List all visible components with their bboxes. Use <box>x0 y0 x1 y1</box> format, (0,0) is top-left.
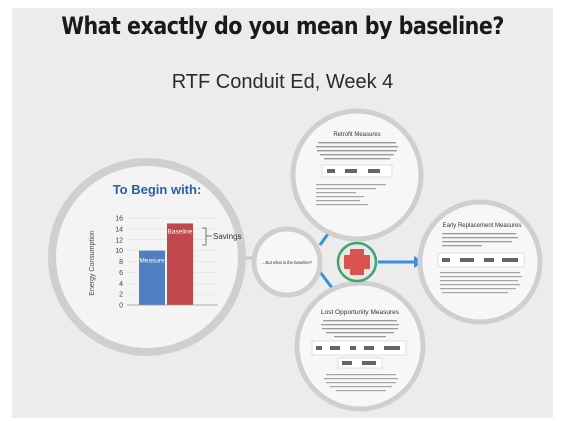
early-notes-text <box>440 272 522 294</box>
bar-label-baseline: Baseline <box>168 228 193 235</box>
y-tick-label: 2 <box>119 292 123 299</box>
center-frame-label: ...But what is the baseline? <box>262 260 313 265</box>
lost-notes-text <box>324 374 398 392</box>
y-tick-label: 0 <box>119 303 123 310</box>
early-body-text <box>442 233 518 247</box>
left-frame-heading: To Begin with: <box>113 182 202 197</box>
savings-label: Savings <box>213 232 241 241</box>
bar-label-measure: Measure <box>139 258 165 265</box>
bar-measure <box>139 250 165 305</box>
y-tick-label: 4 <box>119 281 123 288</box>
slide-subtitle: RTF Conduit Ed, Week 4 <box>171 71 394 93</box>
slide-title: What exactly do you mean by baseline? <box>61 12 504 40</box>
retrofit-body-text <box>316 142 398 160</box>
y-tick-label: 10 <box>115 248 123 255</box>
early-replacement-heading: Early Replacement Measures <box>443 223 522 229</box>
bar-baseline <box>167 223 193 305</box>
y-axis-label: Energy Consumption <box>89 230 96 295</box>
retrofit-heading: Retrofit Measures <box>333 132 380 138</box>
y-tick-label: 6 <box>119 270 123 277</box>
lost-equation-diagram <box>311 340 407 369</box>
y-tick-label: 12 <box>115 237 123 244</box>
lost-opportunity-heading: Lost Opportunity Measures <box>321 309 400 316</box>
savings-bracket <box>202 227 212 246</box>
plus-icon <box>336 241 378 283</box>
y-tick-label: 16 <box>115 216 123 223</box>
center-frame[interactable] <box>251 226 323 298</box>
y-tick-label: 8 <box>119 259 123 266</box>
retrofit-notes-text <box>316 184 386 206</box>
early-equation-diagram <box>437 252 525 268</box>
retrofit-equation-diagram <box>321 164 393 178</box>
bar-chart: Energy Consumption 0 2 4 6 8 10 12 14 16 Measure… <box>89 216 241 310</box>
lost-body-text <box>321 320 399 338</box>
y-tick-label: 14 <box>115 226 123 233</box>
